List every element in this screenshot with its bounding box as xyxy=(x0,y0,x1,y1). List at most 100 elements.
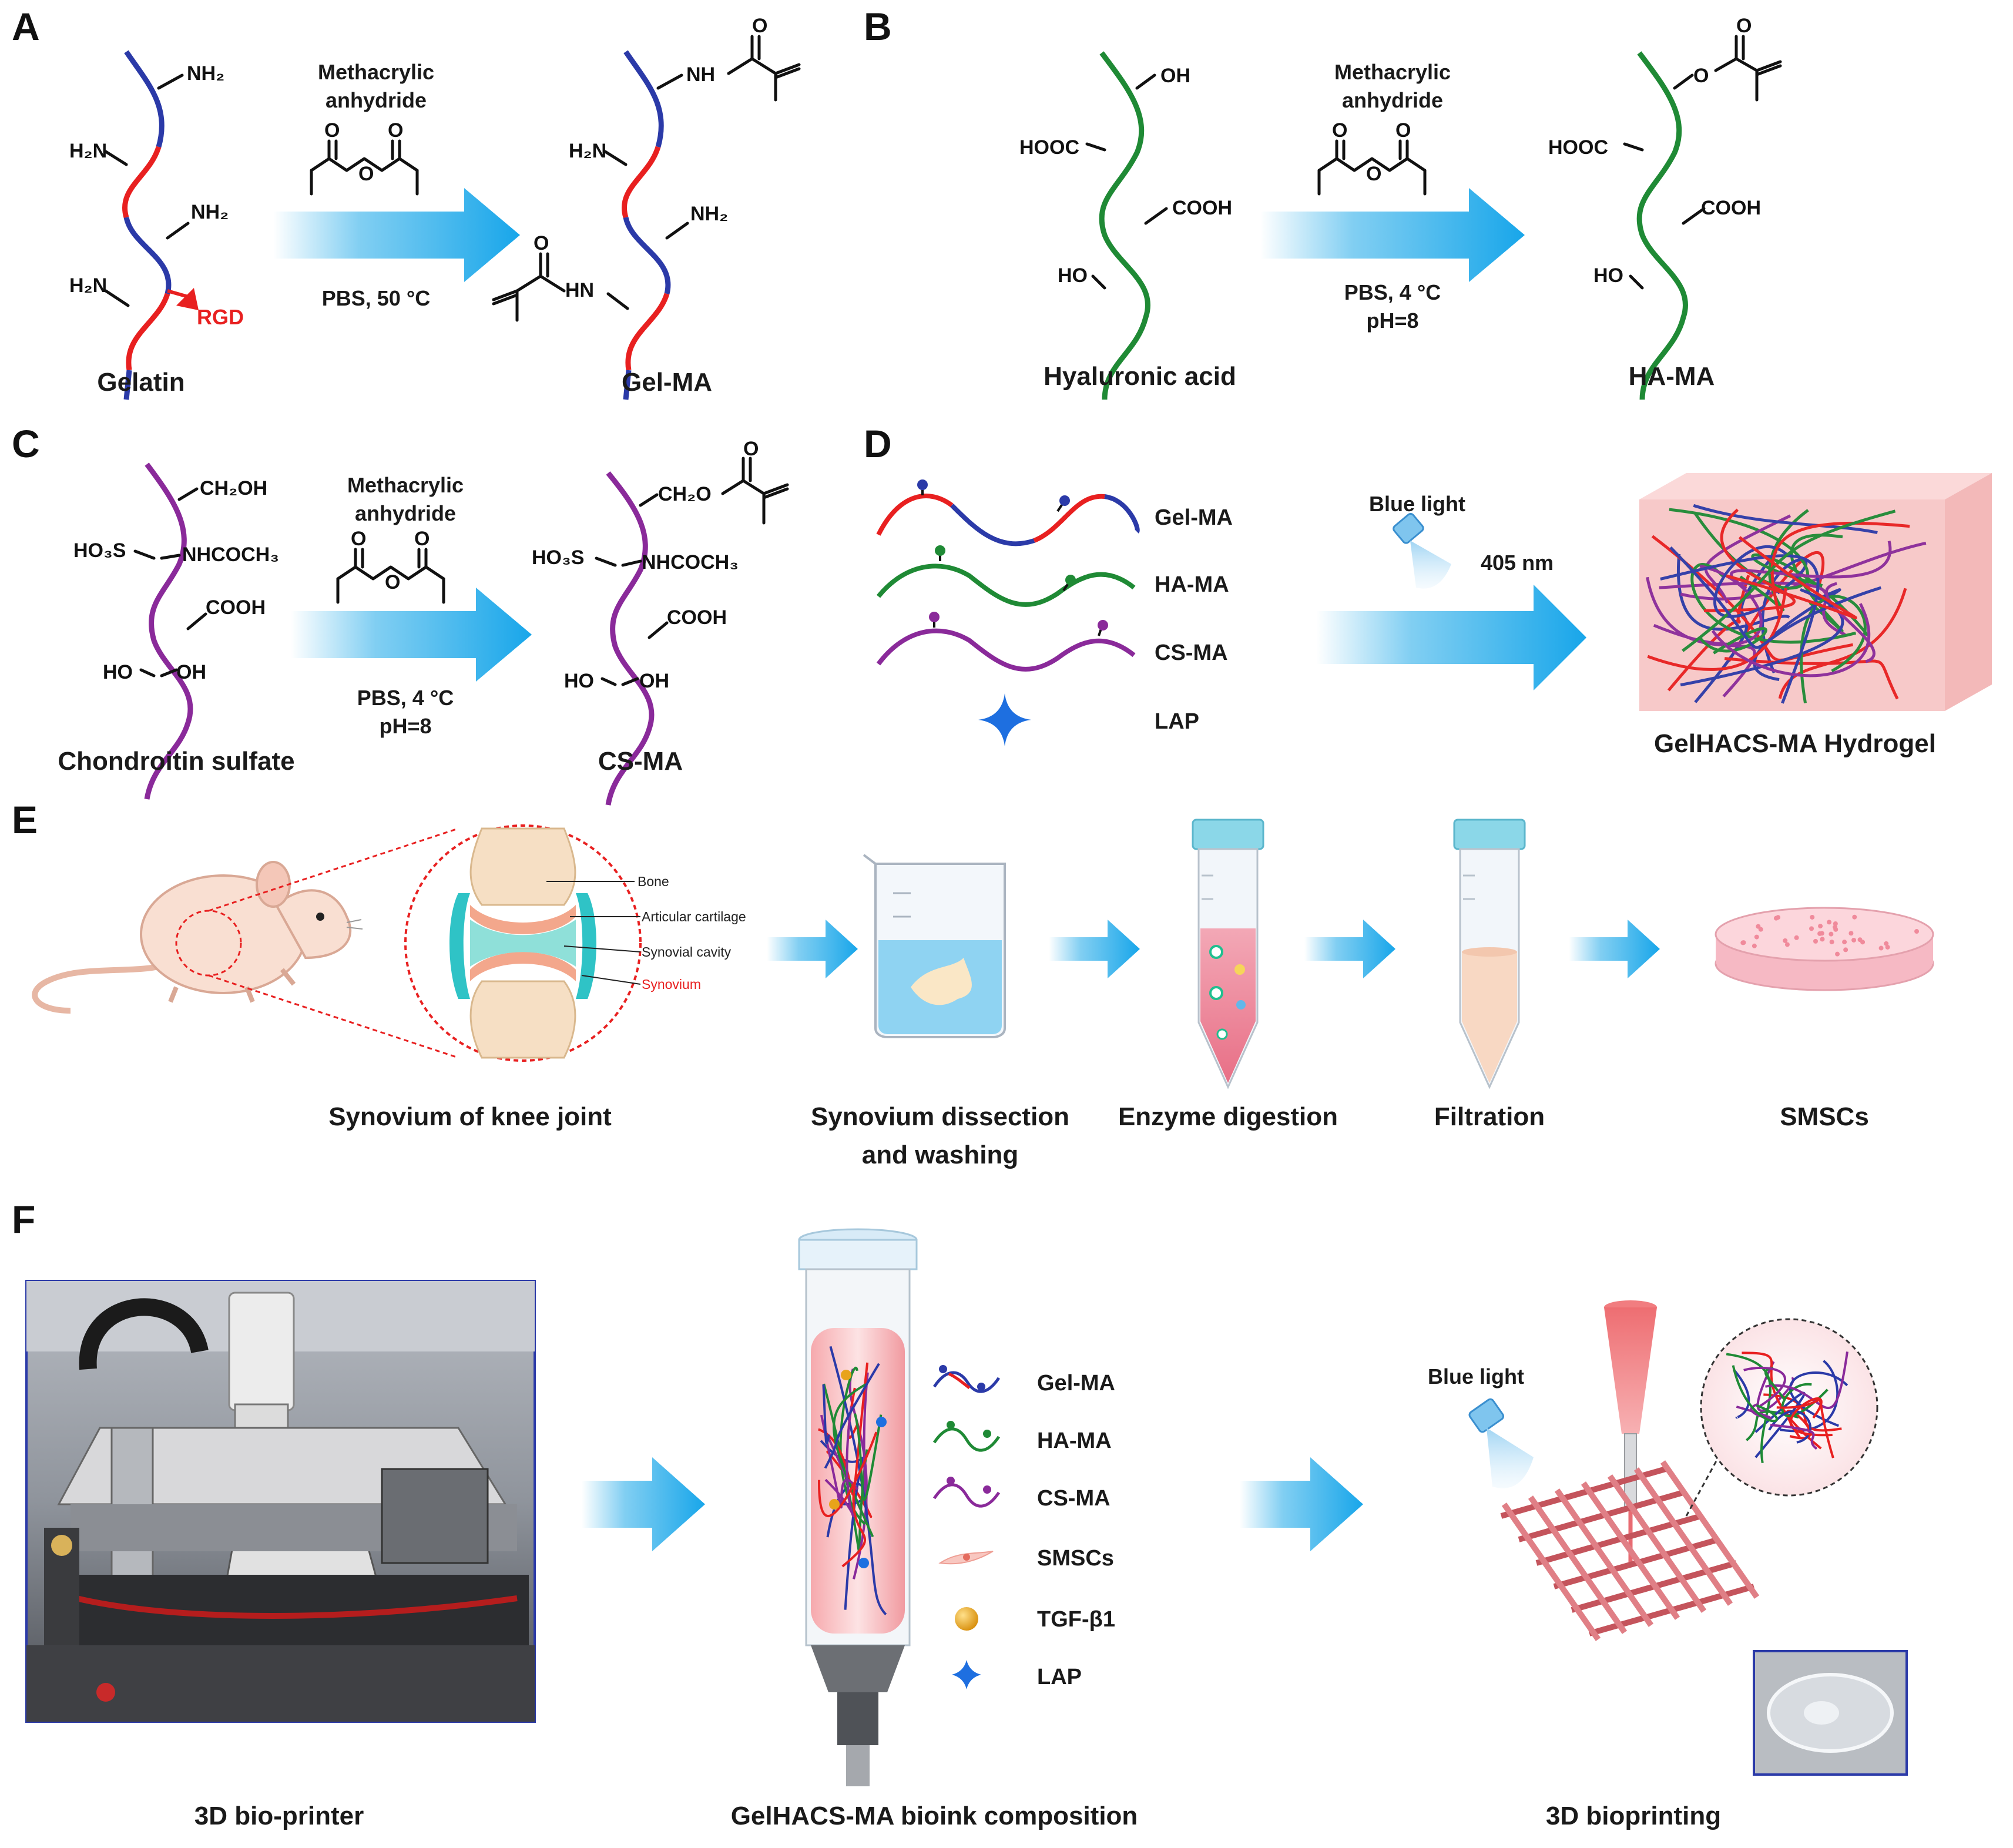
hydrogel-cube xyxy=(1639,473,1992,711)
svg-text:O: O xyxy=(351,528,366,550)
joint-label-cartilage: Articular cartilage xyxy=(642,909,746,924)
lattice-strand xyxy=(1581,1481,1680,1620)
cell-dot xyxy=(1810,914,1815,920)
arrow-e1-icon xyxy=(767,920,858,978)
gelatin-chain xyxy=(104,50,190,400)
gelatin-nh2-top: NH₂ xyxy=(187,62,224,85)
cell-dot xyxy=(1884,941,1889,946)
fiber-strand xyxy=(824,1363,880,1469)
lattice-strand xyxy=(1501,1502,1601,1641)
gelma-o-bottom: O xyxy=(534,232,549,254)
b-reagent-line2: anhydride xyxy=(1342,88,1443,112)
arrow-e4-icon xyxy=(1569,920,1660,978)
csma-oh: OH xyxy=(639,670,669,692)
gelma-label: Gel-MA xyxy=(622,368,712,397)
dish-photo-inset xyxy=(1753,1650,1908,1776)
cell-dot xyxy=(1842,940,1847,945)
tube-filtration-icon xyxy=(1453,819,1526,1089)
e-step-smscs: SMSCs xyxy=(1780,1102,1869,1131)
fiber-strand xyxy=(1669,546,1882,649)
d-lamp-icon xyxy=(1393,512,1451,589)
cell-dot xyxy=(1794,935,1799,940)
svg-text:O: O xyxy=(388,119,403,142)
fiber-strand xyxy=(1781,1383,1829,1417)
cs-ch2oh: CH₂OH xyxy=(200,477,267,499)
cell-dot xyxy=(1878,945,1884,951)
legend-lap: LAP xyxy=(1037,1665,1082,1689)
fiber-strand xyxy=(818,1431,878,1517)
cs-oh: OH xyxy=(176,661,206,683)
svg-text:O: O xyxy=(1395,119,1411,142)
e-step-filtration: Filtration xyxy=(1434,1102,1545,1131)
tgf-bead xyxy=(841,1370,851,1380)
cell-dot xyxy=(1773,915,1779,921)
gelma-h2n: H₂N xyxy=(569,140,606,162)
e-step-knee: Synovium of knee joint xyxy=(328,1102,612,1131)
arrow-a-icon xyxy=(273,188,520,282)
gelatin-h2n-upper: H₂N xyxy=(69,140,107,162)
b-reagent-line1: Methacrylic xyxy=(1334,60,1451,84)
bioprinter-photo xyxy=(25,1280,536,1723)
rgd-label: RGD xyxy=(197,305,244,329)
hama-chain xyxy=(1623,35,1782,400)
c-condition-line1: PBS, 4 °C xyxy=(357,686,454,710)
f-lamp-icon xyxy=(1468,1398,1534,1488)
csma-o-top: O xyxy=(743,438,759,460)
fiber-strand xyxy=(822,1384,830,1445)
panel-a: NH₂ H₂N NH₂ H₂N RGD Methacrylic anhydrid… xyxy=(69,15,801,400)
rgd-arrow-icon xyxy=(176,288,199,310)
f-blue-light-label: Blue light xyxy=(1428,1364,1524,1388)
ha-oh: OH xyxy=(1160,65,1190,87)
arrow-f1-icon xyxy=(582,1457,705,1551)
a-reagent-line1: Methacrylic xyxy=(318,60,434,84)
cell-dot xyxy=(1754,934,1759,940)
cs-chain xyxy=(133,462,207,800)
fiber-strand xyxy=(1743,1366,1786,1407)
cell-dot xyxy=(1817,931,1823,936)
hydrogel-label: GelHACS-MA Hydrogel xyxy=(1654,729,1936,758)
fiber-strand xyxy=(1660,554,1820,704)
cell-dot xyxy=(1820,937,1825,942)
ha-hooc: HOOC xyxy=(1019,136,1079,159)
legend-smscs: SMSCs xyxy=(1037,1546,1114,1571)
cell-dot xyxy=(1833,921,1838,926)
fiber-strand xyxy=(1724,657,1899,700)
fiber-strand xyxy=(1789,1371,1848,1427)
lattice-strand xyxy=(1660,1460,1760,1599)
gelatin-label: Gelatin xyxy=(97,368,184,397)
panel-letter-a: A xyxy=(12,5,40,48)
cell-dot xyxy=(1835,951,1840,957)
beaker-icon xyxy=(863,854,1006,1038)
c-condition-line2: pH=8 xyxy=(379,714,431,738)
legend-hama: HA-MA xyxy=(1037,1428,1112,1453)
fiber-strand xyxy=(1693,504,1878,534)
cell-dot xyxy=(1843,947,1848,952)
arrow-d-icon xyxy=(1316,585,1586,690)
ha-chain xyxy=(1085,51,1168,400)
gelma-nh2: NH₂ xyxy=(690,203,728,225)
joint-label-cavity: Synovial cavity xyxy=(642,944,732,960)
fiber-strand xyxy=(841,1485,866,1568)
csma-nhcoch3: NHCOCH₃ xyxy=(642,551,739,573)
fiber-strand xyxy=(1778,588,1907,699)
fiber-strand xyxy=(1682,509,1896,652)
e-step-dissection-line2: and washing xyxy=(862,1141,1018,1169)
hama-cooh: COOH xyxy=(1701,197,1761,219)
panel-letter-d: D xyxy=(864,422,892,465)
d-item-lap: LAP xyxy=(1155,709,1199,734)
panel-letter-e: E xyxy=(12,798,38,841)
anhydride-structure-icon-c: O O O xyxy=(336,528,445,604)
hama-label: HA-MA xyxy=(1629,362,1715,391)
svg-text:O: O xyxy=(324,119,340,142)
panel-c: CH₂OH HO₃S NHCOCH₃ COOH HO OH Methacryli… xyxy=(58,438,789,806)
d-hama-strand xyxy=(876,545,1136,607)
csma-cooh: COOH xyxy=(667,606,727,629)
fiber-strand xyxy=(1770,1424,1818,1450)
fiber-strand xyxy=(1697,627,1767,655)
panel-f: Gel-MA HA-MA CS-MA SMSCs TGF-β1 LAP Blue… xyxy=(25,1228,1908,1830)
anhydride-structure-icon: O O O xyxy=(310,119,419,196)
bioink-legend xyxy=(932,1365,1001,1689)
svg-text:O: O xyxy=(1366,163,1381,185)
lattice-strand xyxy=(1607,1474,1707,1613)
e-step-enzyme: Enzyme digestion xyxy=(1118,1102,1338,1131)
